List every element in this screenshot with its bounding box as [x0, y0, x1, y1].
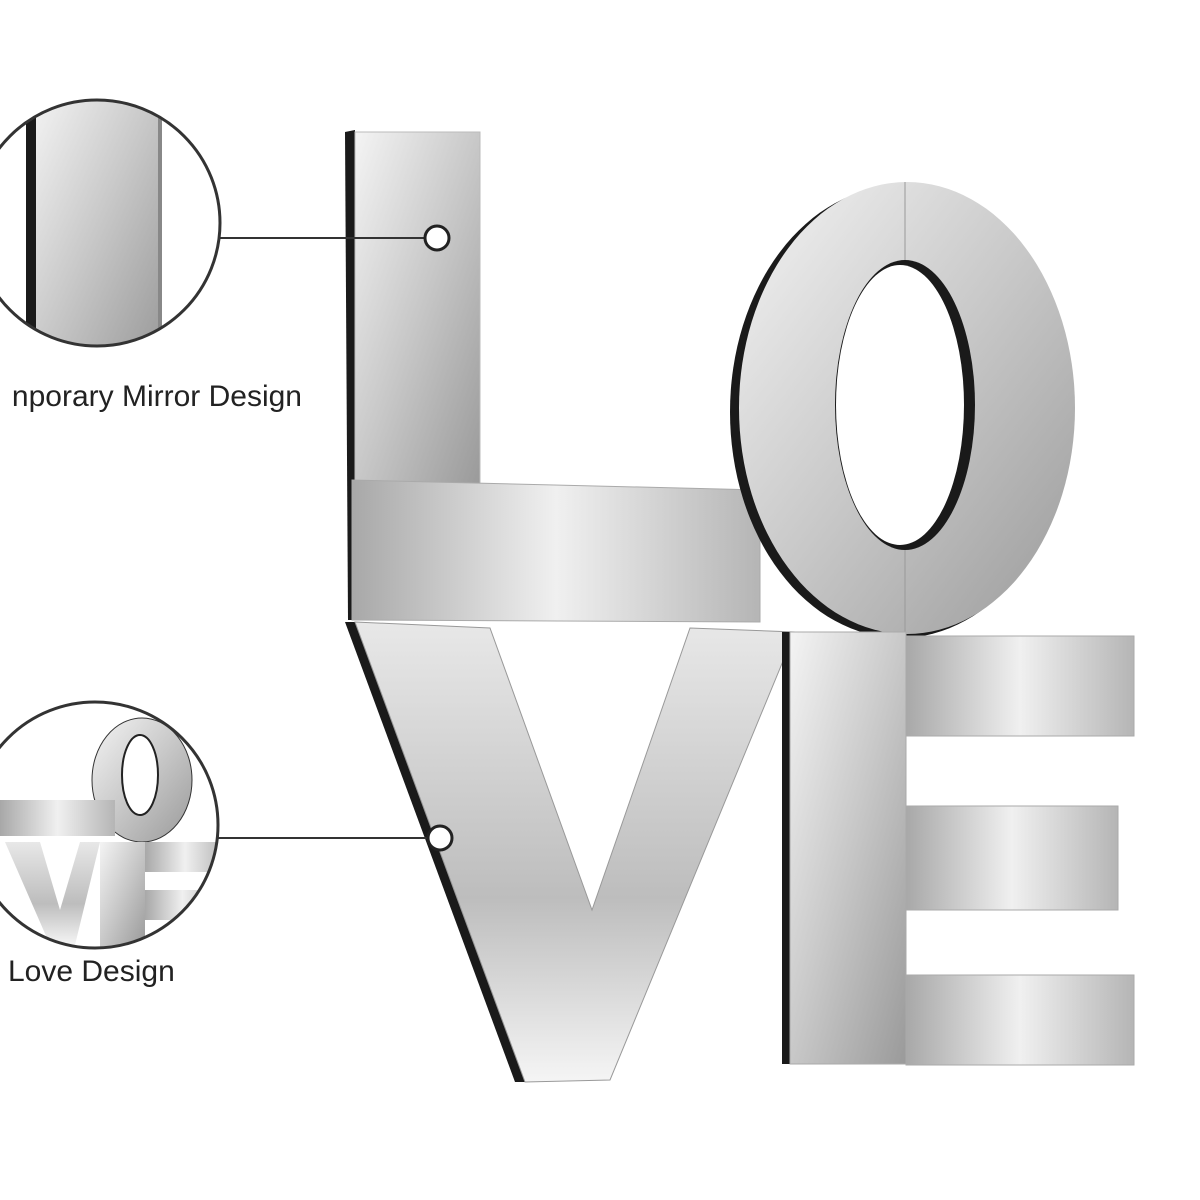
letter-e	[782, 631, 1135, 1066]
callout-caption-love: Love Design	[8, 955, 175, 988]
letter-l	[345, 130, 761, 623]
callout-mirror-detail	[0, 98, 451, 348]
hotspot-marker	[423, 224, 451, 252]
letter-v	[345, 621, 796, 1083]
callout-caption-mirror: nporary Mirror Design	[11, 380, 302, 413]
letter-o	[730, 182, 1075, 638]
callout-love-detail	[0, 700, 454, 950]
hotspot-marker	[426, 824, 454, 852]
